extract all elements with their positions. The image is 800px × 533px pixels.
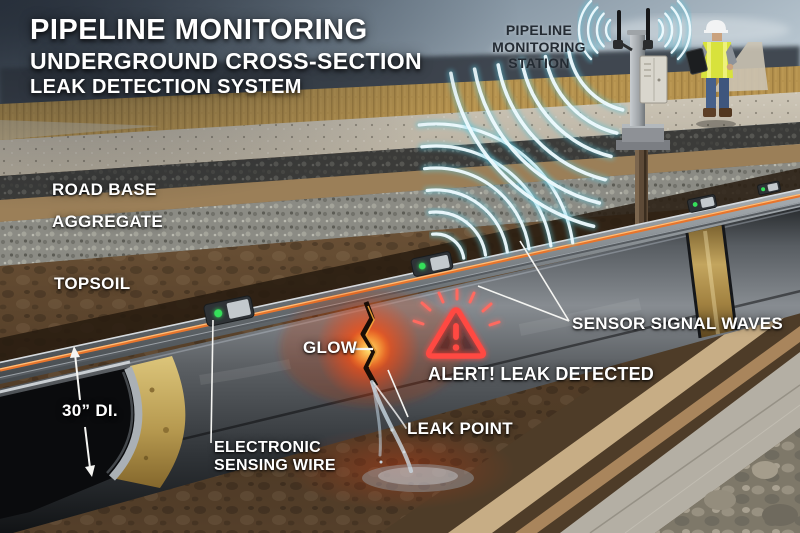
title-line2: UNDERGROUND CROSS-SECTION [30, 48, 423, 74]
title-line3: LEAK DETECTION SYSTEM [30, 76, 302, 98]
label-topsoil: TOPSOIL [54, 274, 131, 293]
label-glow: GLOW [303, 338, 358, 357]
station-underground-conduit [635, 128, 648, 226]
sensor-box [410, 251, 454, 277]
label-leak-point: LEAK POINT [407, 419, 513, 438]
green-led-icon [761, 187, 766, 192]
station-cabinet [639, 55, 668, 104]
title-line1: PIPELINE MONITORING [30, 14, 368, 46]
sensor-box [757, 180, 781, 196]
leak-spray [370, 380, 413, 473]
label-road-base: ROAD BASE [52, 180, 157, 199]
label-sensor-signal-waves: SENSOR SIGNAL WAVES [572, 314, 783, 333]
sensor-box [687, 194, 718, 213]
sensor-box [203, 295, 255, 327]
pipe-crack [360, 301, 379, 388]
label-alert-leak-detected: ALERT! LEAK DETECTED [428, 364, 654, 384]
layer-aggregate [0, 162, 800, 266]
label-aggregate: AGGREGATE [52, 212, 164, 231]
green-led-icon [214, 309, 223, 318]
hard-hat-icon [704, 20, 728, 33]
alert-emphasis-dashes [412, 288, 501, 327]
warning-triangle-icon [412, 288, 501, 359]
green-led-icon [418, 262, 426, 270]
label-pipe-diameter: 30” DI. [62, 401, 118, 420]
infographic-title: PIPELINE MONITORING UNDERGROUND CROSS-SE… [30, 14, 422, 100]
antenna-icon [613, 8, 653, 52]
label-sensing-wire-1: ELECTRONIC [214, 439, 321, 456]
pipe-collar-joint [685, 224, 738, 339]
pipe-cutaway [0, 356, 186, 519]
electronic-sensing-wire [0, 193, 800, 372]
callout-lines [70, 240, 570, 477]
title-vignette [0, 0, 520, 210]
leak-sensors [203, 180, 781, 327]
worker [685, 20, 737, 128]
label-sensing-wire-2: SENSING WIRE [214, 457, 336, 474]
green-led-icon [692, 202, 698, 207]
monitoring-station [613, 8, 670, 150]
diameter-arrow [70, 346, 95, 477]
leak-puddle [362, 464, 474, 492]
station-label: PIPELINE MONITORING STATION [492, 22, 586, 71]
